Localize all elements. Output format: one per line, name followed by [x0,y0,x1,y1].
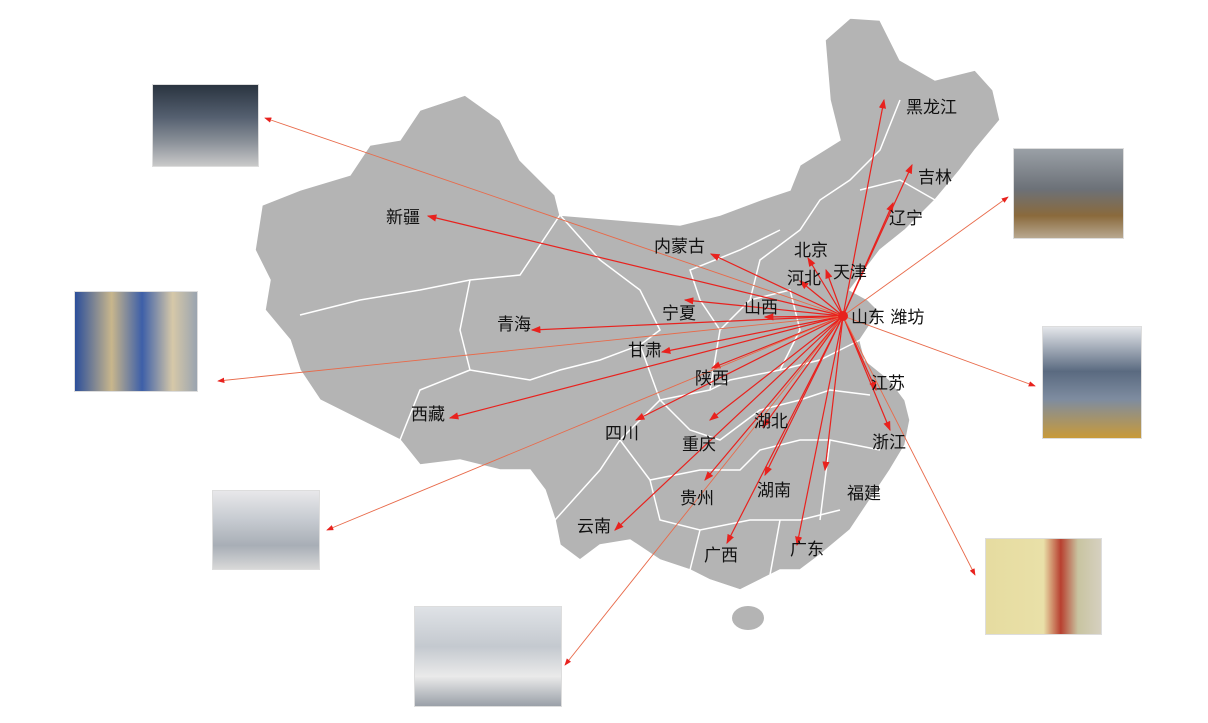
equipment-photo [152,84,259,167]
arrows-layer [217,98,1036,666]
province-arrow [726,315,844,545]
province-arrow [842,201,894,317]
province-arrow [762,315,844,428]
photo-arrow [842,315,976,576]
label-heilongjiang: 黑龙江 [906,98,957,118]
province-arrow [842,98,886,317]
hainan-island [732,606,764,630]
province-arrow [795,315,844,547]
photo-arrow [217,315,844,384]
label-jiangsu: 江苏 [871,374,905,394]
province-arrow [683,297,844,317]
label-jilin: 吉林 [918,168,952,188]
label-guangdong: 广东 [790,540,824,560]
province-arrow [448,315,844,420]
label-qinghai: 青海 [497,315,531,335]
province-borders [299,99,961,576]
equipment-photo [212,490,320,570]
label-fujian: 福建 [847,484,881,504]
province-arrow [822,315,844,472]
equipment-photo [1042,326,1142,439]
province-arrow [807,256,844,317]
province-arrow [660,315,844,354]
label-zhejiang: 浙江 [872,433,906,453]
hub-marker [838,311,848,321]
label-neimenggu: 内蒙古 [654,237,705,257]
province-arrow [426,214,844,317]
label-yunnan: 云南 [577,517,611,537]
province-arrow [634,315,844,421]
photo-arrow [326,315,844,531]
label-sichuan: 四川 [605,424,639,444]
label-chongqing: 重庆 [682,435,716,455]
label-shanxi: 山西 [744,298,778,318]
equipment-photo [74,291,198,392]
label-hunan: 湖南 [757,481,791,501]
label-beijing: 北京 [794,241,828,261]
label-guangxi: 广西 [704,546,738,566]
province-labels: 黑龙江 吉林 辽宁 北京 天津 河北 内蒙古 新疆 山西 宁夏 青海 甘肃 陕西… [386,98,957,566]
photo-arrow [842,196,1009,317]
province-arrow [709,253,844,317]
label-ningxia: 宁夏 [662,304,696,324]
label-hebei: 河北 [787,269,821,289]
province-arrow [842,315,877,392]
photo-arrow [842,315,1036,387]
china-outline [254,17,1001,591]
province-arrow [709,315,844,421]
label-hub-shandong-weifang: 山东 潍坊 [851,308,924,328]
label-hubei: 湖北 [754,412,788,432]
label-xizang: 西藏 [411,405,445,425]
label-gansu: 甘肃 [628,341,662,361]
province-arrow [704,315,844,481]
label-liaoning: 辽宁 [889,209,923,229]
province-arrow [614,315,844,531]
photo-arrow [264,117,844,317]
equipment-photo [414,606,562,707]
province-arrow [825,268,844,317]
equipment-photo [985,538,1102,635]
label-xinjiang: 新疆 [386,208,420,228]
label-tianjin: 天津 [833,263,867,283]
label-guizhou: 贵州 [680,489,714,509]
province-arrow [799,280,844,317]
label-shaanxi: 陕西 [695,369,729,389]
photo-arrow [564,315,844,666]
province-arrow [530,315,844,334]
equipment-photo [1013,148,1124,239]
